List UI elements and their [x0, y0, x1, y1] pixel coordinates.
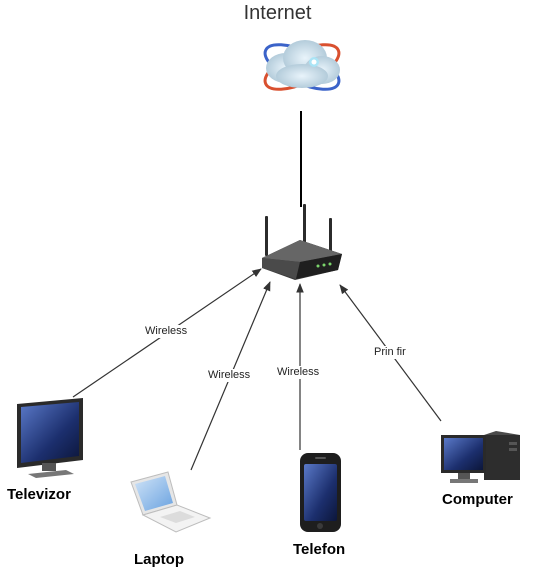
computer-icon — [441, 431, 520, 483]
edge-label-laptop: Wireless — [207, 369, 252, 382]
internet-title: Internet — [243, 2, 312, 24]
laptop-icon — [130, 471, 212, 533]
televizor-icon — [17, 398, 83, 478]
telefon-icon — [300, 453, 341, 532]
laptop-label: Laptop — [134, 551, 184, 568]
router-icon — [262, 204, 342, 280]
internet-cloud-icon — [263, 40, 341, 91]
telefon-label: Telefon — [293, 541, 346, 558]
edge-label-televizor: Wireless — [144, 325, 189, 338]
edge-label-telefon: Wireless — [276, 366, 321, 379]
computer-label: Computer — [442, 491, 513, 508]
televizor-label: Televizor — [7, 486, 71, 503]
edge-label-computer: Prin fir — [373, 346, 407, 359]
